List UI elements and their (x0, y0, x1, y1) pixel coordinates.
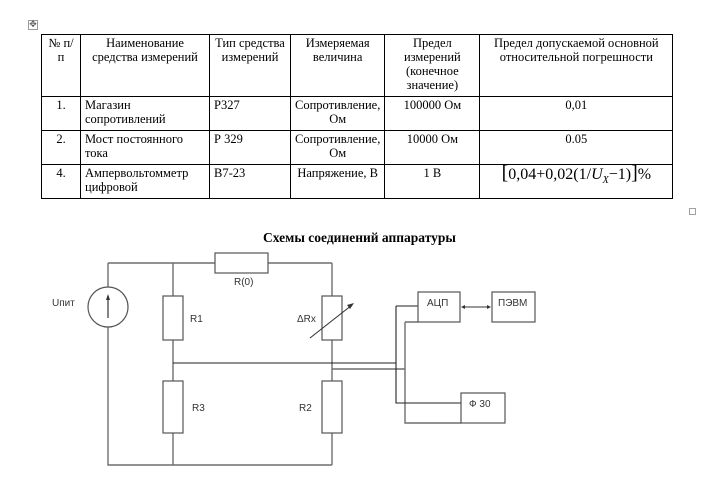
diagram-title: Схемы соединений аппаратуры (263, 230, 456, 245)
cell-number: 4. (41, 164, 81, 199)
header-measured-quantity: Измеряемая величина (289, 34, 386, 97)
cell-quantity: Напряжение, В (289, 164, 386, 199)
cell-limit: 100000 Ом (384, 96, 481, 131)
cell-number: 2. (41, 130, 81, 165)
cell-error-formula: [0,04+0,02(1/UX−1)]% (479, 163, 674, 199)
arrow-right-icon (487, 305, 491, 309)
wire-left (107, 263, 332, 466)
formula-tail: −1) (608, 166, 632, 183)
wire-signal-low (332, 321, 461, 424)
label-r1: R1 (190, 314, 203, 325)
table-row: 1. Магазин сопротивлений Р327 Сопротивле… (41, 96, 674, 131)
instruments-table: № п/п Наименование средства измерений Ти… (41, 34, 674, 199)
header-measurement-limit: Предел измерений (конечное значение) (384, 34, 481, 97)
label-pc: ПЭВМ (498, 298, 527, 309)
resistor-r1 (162, 295, 184, 341)
label-f30: Ф 30 (469, 399, 491, 410)
table-move-handle[interactable]: ✥ (28, 20, 38, 30)
variable-arrowhead-icon (347, 303, 354, 309)
error-formula: [0,04+0,02(1/UX−1)]% (502, 163, 652, 187)
cell-error: 0,01 (479, 96, 674, 131)
source-arrowhead-icon (106, 294, 110, 300)
block-adc (417, 291, 461, 323)
resistor-rx (321, 295, 343, 341)
wire-signal-high (173, 305, 461, 404)
cell-name: Ампервольтомметр цифровой (80, 164, 210, 199)
resistor-r3 (162, 380, 184, 434)
formula-close-bracket: ] (631, 162, 638, 184)
label-rx: ΔRx (297, 314, 316, 325)
formula-variable: U (591, 166, 603, 183)
cell-name: Магазин сопротивлений (80, 96, 210, 131)
block-pc (491, 291, 536, 323)
resistor-r0 (214, 252, 269, 274)
arrow-left-icon (461, 305, 465, 309)
cell-error: 0.05 (479, 130, 674, 165)
cell-type: Р327 (209, 96, 291, 131)
table-row: 2. Мост постоянного тока Р 329 Сопротивл… (41, 130, 674, 165)
label-r0: R(0) (234, 277, 253, 288)
formula-unit: % (637, 166, 652, 183)
variable-arrow-icon (309, 304, 353, 339)
formula-subscript: X (602, 175, 609, 187)
formula-body: 0,04+0,02(1/ (508, 166, 592, 183)
label-source: Uпит (52, 298, 75, 309)
resistor-r2 (321, 380, 343, 434)
header-error-limit: Предел допускаемой основной относительно… (479, 34, 674, 97)
block-f30 (460, 392, 506, 424)
cell-name: Мост постоянного тока (80, 130, 210, 165)
label-adc: АЦП (427, 298, 448, 309)
label-r3: R3 (192, 403, 205, 414)
table-header-row: № п/п Наименование средства измерений Ти… (41, 34, 674, 97)
cell-quantity: Сопротивление, Ом (289, 130, 386, 165)
table-resize-handle[interactable] (689, 208, 696, 215)
cell-quantity: Сопротивление, Ом (289, 96, 386, 131)
table-row: 4. Ампервольтомметр цифровой В7-23 Напря… (41, 163, 674, 199)
label-r2: R2 (299, 403, 312, 414)
cell-limit: 1 В (384, 164, 481, 199)
header-instrument-name: Наименование средства измерений (80, 34, 210, 97)
cell-limit: 10000 Ом (384, 130, 481, 165)
formula-open-bracket: [ (501, 162, 509, 184)
